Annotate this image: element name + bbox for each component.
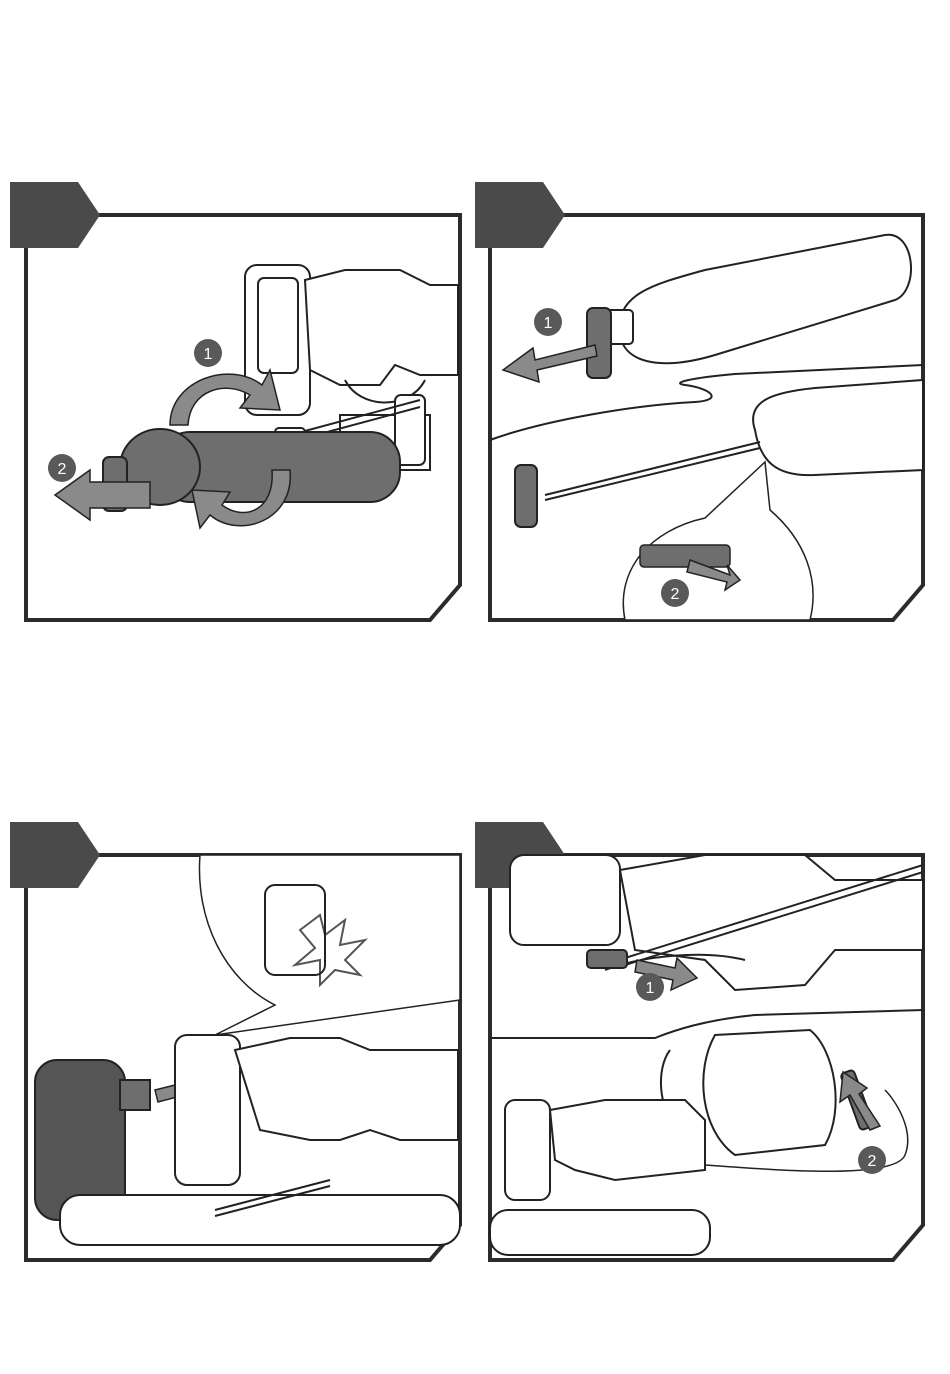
grease-coupler [587, 950, 627, 968]
grease-gun-closeup [510, 855, 923, 990]
t-handle [515, 465, 537, 527]
new-cartridge [605, 235, 911, 363]
step-1-panel: 1 2 [0, 170, 475, 630]
callout-1: 1 [194, 339, 222, 367]
zoom-detail [199, 855, 460, 1035]
step-badge [10, 182, 100, 248]
grease-gun-head [175, 1035, 458, 1185]
cartridge-with-rod [545, 380, 923, 500]
cartridge-barrel [60, 1195, 460, 1245]
callout-1-label: 1 [646, 980, 655, 997]
step-3-panel [0, 810, 475, 1270]
callout-2: 2 [661, 579, 689, 607]
step-badge [475, 182, 565, 248]
callout-2-label: 2 [58, 461, 67, 478]
callout-2-label: 2 [868, 1153, 877, 1170]
callout-1-label: 1 [204, 346, 213, 363]
callout-2: 2 [858, 1146, 886, 1174]
callout-1: 1 [636, 973, 664, 1001]
pull-arrow-icon [503, 345, 597, 382]
step-2-panel: 1 2 [475, 170, 950, 630]
zoom-detail [623, 462, 813, 620]
callout-1-label: 1 [544, 315, 553, 332]
callout-1: 1 [534, 308, 562, 336]
callout-2-label: 2 [671, 586, 680, 603]
cartridge-cap [587, 308, 611, 378]
callout-2: 2 [48, 454, 76, 482]
step-4-panel: 1 2 [475, 810, 950, 1270]
grease-gun-lower [490, 1100, 710, 1255]
step-badge [10, 822, 100, 888]
